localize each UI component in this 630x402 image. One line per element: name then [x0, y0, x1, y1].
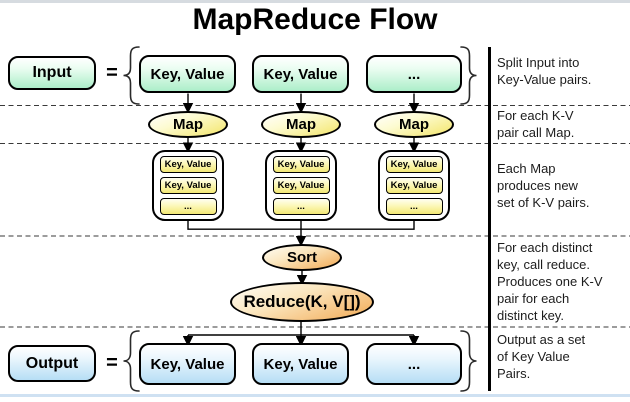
kv-stack-item: Key, Value [159, 177, 217, 194]
kv-stack-item: Key, Value [272, 156, 330, 173]
kv-stack-item: Key, Value [159, 156, 217, 173]
kv-stack: Key, Value Key, Value ... [378, 150, 450, 221]
sort-node: Sort [262, 243, 342, 271]
annotation-reduce: For each distinct key, call reduce. Prod… [497, 240, 603, 323]
right-brace-input-icon [460, 46, 477, 105]
dashed-separators [0, 104, 630, 328]
input-kv-box: Key, Value [252, 55, 349, 93]
connector-reduce-to-output [188, 322, 414, 336]
map-node: Map [374, 110, 454, 138]
flow-arrows [182, 93, 420, 347]
input-kv-box: Key, Value [139, 55, 236, 93]
annotation-split-input: Split Input into Key-Value pairs. [497, 55, 592, 87]
equals-sign-input: = [106, 62, 118, 84]
input-node: Input [8, 56, 96, 90]
kv-stack-item-ellipsis: ... [272, 198, 330, 215]
output-kv-box: Key, Value [139, 343, 236, 385]
kv-stack: Key, Value Key, Value ... [152, 150, 224, 221]
equals-sign-output: = [106, 352, 118, 374]
map-node: Map [261, 110, 341, 138]
top-edge-strip [0, 0, 630, 3]
annotation-map-produces: Each Map produces new set of K-V pairs. [497, 161, 590, 210]
bottom-edge-strip [0, 394, 630, 397]
map-node: Map [148, 110, 228, 138]
right-brace-output-icon [460, 330, 477, 392]
reduce-node: Reduce(K, V[]) [230, 282, 374, 322]
connector-pairs-to-sort [187, 221, 415, 230]
diagram-title: MapReduce Flow [192, 3, 438, 36]
kv-stack: Key, Value Key, Value ... [265, 150, 337, 221]
input-kv-box-ellipsis: ... [366, 55, 462, 93]
left-brace-output-icon [123, 330, 140, 392]
annotation-output: Output as a set of Key Value Pairs. [497, 332, 586, 381]
kv-stack-item: Key, Value [385, 156, 443, 173]
annotation-call-map: For each K-V pair call Map. [497, 108, 575, 140]
output-node: Output [8, 345, 96, 382]
output-kv-box: Key, Value [252, 343, 349, 385]
braces [123, 46, 477, 392]
kv-stack-item-ellipsis: ... [159, 198, 217, 215]
kv-stack-item-ellipsis: ... [385, 198, 443, 215]
output-kv-box-ellipsis: ... [366, 343, 462, 385]
kv-stack-item: Key, Value [385, 177, 443, 194]
left-brace-input-icon [123, 46, 140, 105]
kv-stack-item: Key, Value [272, 177, 330, 194]
